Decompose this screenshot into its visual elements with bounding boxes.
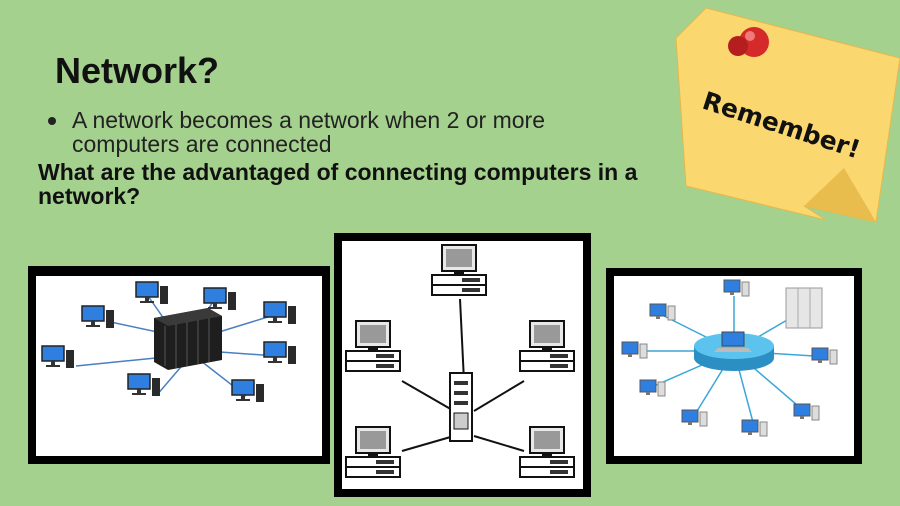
network-image-1 [28,266,330,464]
network-image-2 [334,233,591,497]
question-text: What are the advantaged of connecting co… [38,159,638,209]
server-rack-icon [785,287,823,329]
hub-network-illustration [621,279,838,437]
pushpin-icon [728,27,769,57]
slide-title: Network? [55,50,220,91]
sticky-note [676,8,900,223]
server-tower-icon [449,372,473,442]
network-hub-icon [694,333,774,371]
laptop-icon [714,331,752,352]
star-topology-illustration [345,244,575,478]
server-rack-icon [154,308,222,370]
bullet-text: A network becomes a network when 2 or mo… [72,107,546,157]
bullet-dot [48,117,56,125]
server-network-illustration [41,281,297,403]
network-image-3 [606,268,862,464]
